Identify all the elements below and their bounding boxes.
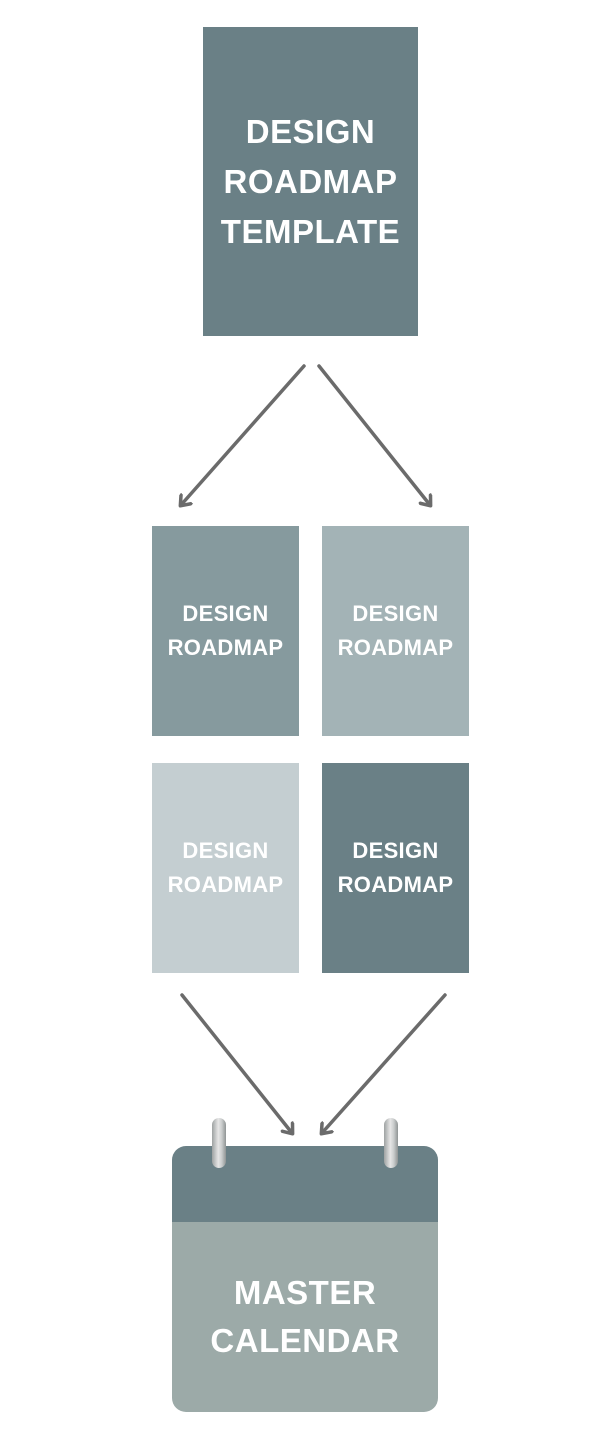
design-roadmap-template-box: DESIGN ROADMAP TEMPLATE xyxy=(203,27,418,336)
roadmap-1-line-2: ROADMAP xyxy=(167,635,284,660)
master-calendar: MASTER CALENDAR xyxy=(172,1118,438,1413)
arrow-template-to-left xyxy=(181,364,306,505)
calendar-icon: MASTER CALENDAR xyxy=(172,1146,438,1412)
roadmap-1-line-1: DESIGN xyxy=(182,601,269,626)
arrow-left-to-calendar xyxy=(180,993,292,1133)
template-line-3: TEMPLATE xyxy=(220,212,401,250)
roadmap-2-line-2: ROADMAP xyxy=(337,635,454,660)
template-line-2: ROADMAP xyxy=(223,162,398,200)
roadmap-4-line-1: DESIGN xyxy=(352,838,439,863)
design-roadmap-box-3: DESIGN ROADMAP xyxy=(152,763,299,973)
design-roadmap-box-1: DESIGN ROADMAP xyxy=(152,526,299,736)
template-line-1: DESIGN xyxy=(245,112,376,150)
roadmap-4-line-2: ROADMAP xyxy=(337,872,454,897)
calendar-ring-right-icon xyxy=(384,1118,398,1168)
calendar-line-1: MASTER xyxy=(233,1274,377,1311)
roadmap-3-line-1: DESIGN xyxy=(182,838,269,863)
calendar-label: MASTER CALENDAR xyxy=(172,1222,438,1412)
arrow-template-to-right xyxy=(317,364,430,505)
design-roadmap-box-2: DESIGN ROADMAP xyxy=(322,526,469,736)
roadmap-2-line-1: DESIGN xyxy=(352,601,439,626)
roadmap-3-line-2: ROADMAP xyxy=(167,872,284,897)
design-roadmap-box-4: DESIGN ROADMAP xyxy=(322,763,469,973)
calendar-ring-left-icon xyxy=(212,1118,226,1168)
calendar-line-2: CALENDAR xyxy=(210,1322,400,1359)
arrow-right-to-calendar xyxy=(322,993,447,1133)
